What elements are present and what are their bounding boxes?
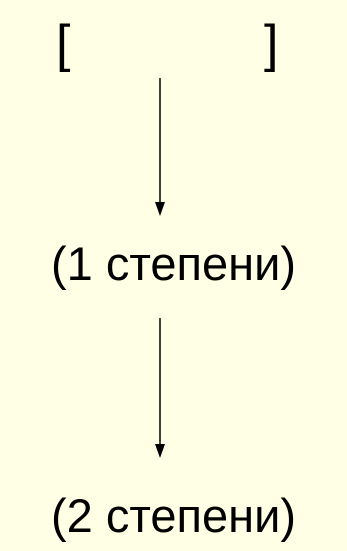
down-arrow-2 [155, 318, 165, 458]
node-label-first-degree: (1 степени) [51, 237, 296, 290]
node-label-second-degree: (2 степени) [51, 489, 296, 542]
close-bracket: ] [264, 15, 279, 73]
open-bracket: [ [56, 15, 71, 73]
down-arrow-1 [155, 78, 165, 216]
